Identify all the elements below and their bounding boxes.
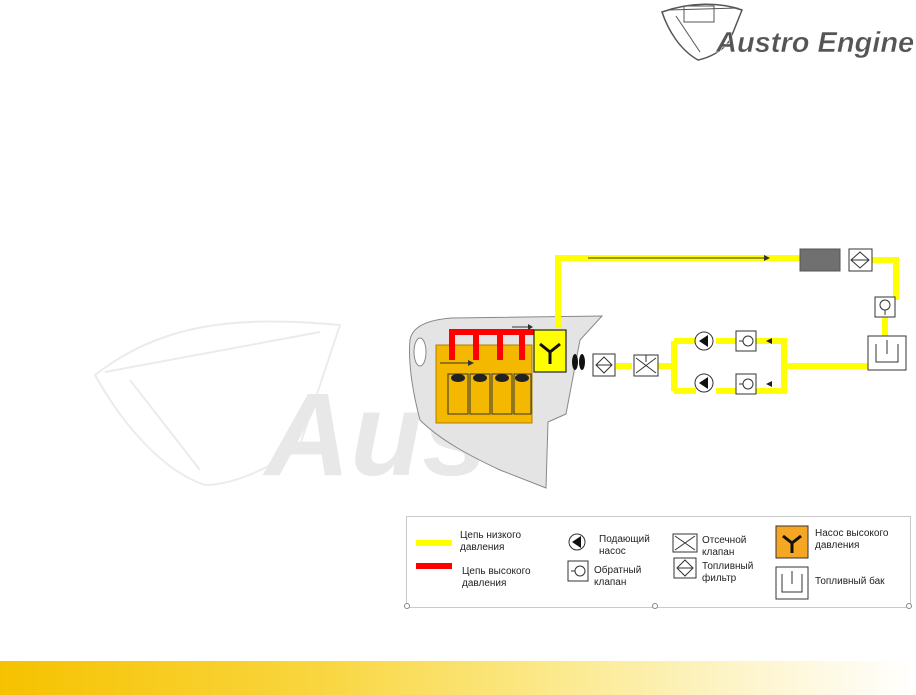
rail-flow-arrow xyxy=(512,324,533,330)
internal-flow-arrow xyxy=(440,360,474,366)
engine-cylinders xyxy=(447,373,532,415)
cylinder-pistons xyxy=(451,374,529,382)
check-valve-lower xyxy=(735,373,757,395)
fuel-filter-engine xyxy=(592,353,616,377)
fine-filter-element xyxy=(799,248,841,272)
legend-feed-pump-label: Подающий насос xyxy=(599,534,650,557)
legend-check-valve-label: Обратный клапан xyxy=(594,565,642,588)
feed-pump-lower xyxy=(694,373,714,393)
legend-high-pressure-label: Цепь высокого давления xyxy=(462,566,531,589)
legend-shutoff-valve-label: Отсечной клапан xyxy=(702,535,747,558)
watermark-logo xyxy=(93,320,342,487)
return-flow-arrow xyxy=(588,255,770,261)
high-pressure-pump xyxy=(533,329,567,373)
legend-resize-handle-mid[interactable] xyxy=(652,603,658,609)
pump-drive-coupling xyxy=(572,354,585,370)
austro-engine-logo: Austro Engine xyxy=(661,3,914,61)
logo-text: Austro Engine xyxy=(715,27,914,59)
high-pressure-circuit xyxy=(449,329,534,360)
legend-resize-handle-left[interactable] xyxy=(404,603,410,609)
check-valve-tank xyxy=(874,296,896,318)
legend-fuel-filter-label: Топливный фильтр xyxy=(702,561,754,584)
bottom-gradient-band xyxy=(0,661,916,695)
legend xyxy=(406,516,911,608)
air-intake xyxy=(413,337,427,367)
legend-fuel-tank-label: Топливный бак xyxy=(815,576,885,587)
fuel-tank xyxy=(867,335,907,371)
legend-hp-pump-label: Насос высокого давления xyxy=(815,528,889,551)
fuel-filter-upper xyxy=(848,248,873,272)
feed-flow-arrows xyxy=(766,338,772,387)
legend-low-pressure-label: Цепь низкого давления xyxy=(460,530,522,553)
shutoff-valve xyxy=(633,354,659,377)
legend-resize-handle-right[interactable] xyxy=(906,603,912,609)
feed-pump-upper xyxy=(694,331,714,351)
check-valve-upper xyxy=(735,330,757,352)
